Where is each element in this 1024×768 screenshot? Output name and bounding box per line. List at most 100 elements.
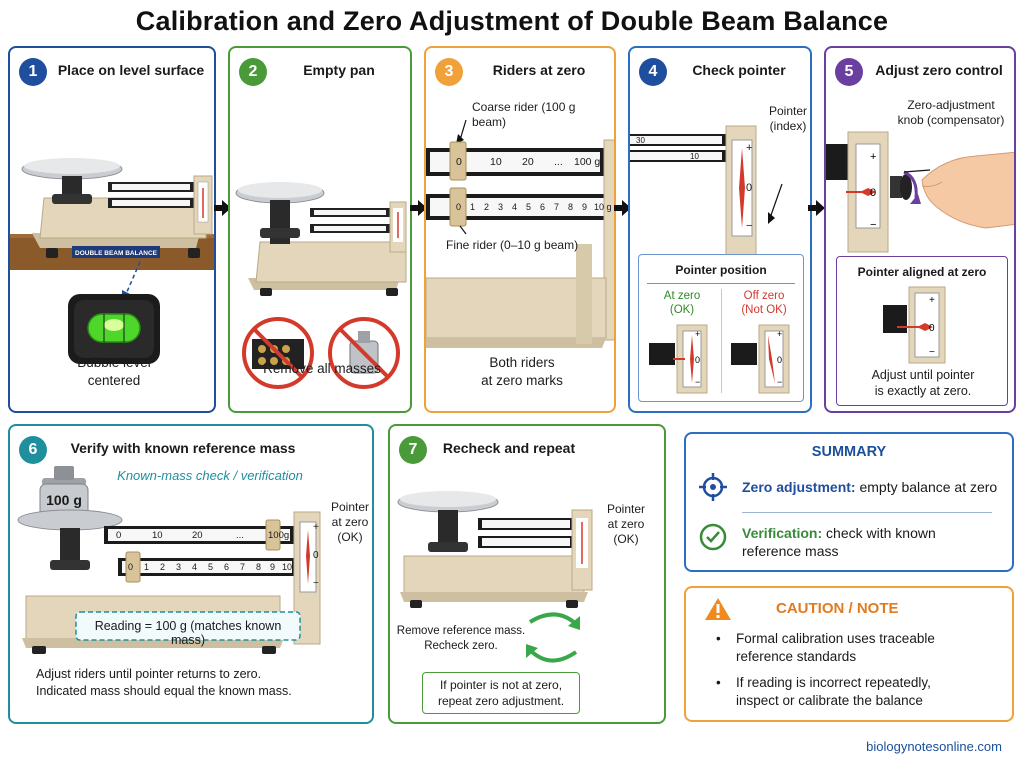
step-title: Verify with known reference mass [70, 440, 296, 456]
scale-zero: 0 [746, 182, 753, 194]
summary-term: Verification: [742, 525, 823, 541]
scale-minus: − [777, 377, 782, 387]
caption-line: knob (compensator) [897, 113, 1005, 127]
tick-label: 9 [582, 202, 588, 212]
step-2-panel: 2 Empty pan Remove all masses [228, 46, 412, 413]
tick-label: 0 [128, 562, 134, 572]
caption-line: Both riders [489, 355, 555, 370]
step-number: 1 [19, 58, 47, 86]
step-title: Empty pan [303, 62, 375, 78]
tick-label: 10 g [594, 202, 612, 212]
balance-icon: DOUBLE BEAM BALANCE [10, 158, 214, 364]
step-3-panel: 3 Riders at zero Coarse rider (100 g bea… [424, 46, 616, 413]
coarse-beam-ticks: 0 10 20 ... 100g [112, 530, 292, 542]
caption-line: (OK) [337, 530, 363, 544]
scale-minus: − [695, 377, 700, 387]
tick-label: ... [236, 530, 244, 541]
bullet-icon: • [716, 675, 721, 690]
step-1-panel: 1 Place on level surface DOUBLE BEAM BAL… [8, 46, 216, 413]
step-caption: Both riders at zero marks [426, 354, 614, 390]
caption-line: Pointer [606, 502, 646, 516]
scale-plus: + [870, 151, 876, 163]
ok-label: At zero (OK) [643, 289, 721, 317]
caption-line: at zero marks [481, 373, 563, 388]
summary-item-verify: Verification: check with known reference… [742, 524, 936, 560]
tick-label: 3 [176, 562, 182, 572]
tick-label: 4 [192, 562, 198, 572]
caption-line: Off zero [743, 290, 785, 302]
repeat-box: If pointer is not at zero, repeat zero a… [422, 672, 580, 714]
step-title: Place on level surface [57, 62, 205, 78]
mass-label: 100 g [46, 492, 82, 508]
summary-text: reference mass [742, 543, 839, 559]
step-title: Check pointer [692, 62, 786, 78]
caption-line: If reading is incorrect repeatedly, [736, 675, 931, 690]
caption-line: (OK) [613, 532, 639, 546]
no-weights-icon [242, 317, 314, 389]
beam-tick: 30 [636, 136, 645, 145]
summary-item-zero: Zero adjustment: empty balance at zero [742, 478, 997, 496]
tick-label: 2 [160, 562, 166, 572]
scale-minus: − [870, 219, 876, 231]
step-4-panel: 4 Check pointer 30 10 + 0 − Pointer (ind… [628, 46, 812, 413]
pointer-label: Pointer (index) [764, 104, 810, 134]
step-title: Adjust zero control [875, 62, 1003, 78]
caption-line: at zero [331, 515, 369, 529]
caption-line: at zero [607, 517, 645, 531]
step-number: 7 [399, 436, 427, 464]
pointer-label: Pointer at zero (OK) [324, 500, 372, 545]
caption-line: Pointer [330, 500, 370, 514]
footer-link[interactable]: biologynotesonline.com [866, 739, 1002, 754]
step-caption: Remove all masses [263, 361, 381, 376]
divider [742, 512, 992, 513]
tick-label: 1 [144, 562, 150, 572]
pointer-label: Pointer at zero (OK) [600, 502, 652, 547]
caption-line: Indicated mass should equal the known ma… [36, 684, 292, 698]
caption-line: Adjust riders until pointer returns to z… [36, 667, 262, 681]
balance-icon [235, 182, 407, 296]
scale-plus: + [313, 522, 319, 533]
scale-plus: + [777, 329, 782, 339]
caption-line: is exactly at zero. [874, 384, 972, 398]
warning-icon [705, 598, 731, 620]
coarse-beam-ticks: 0 10 20 ... 100 g [456, 156, 606, 170]
check-icon [699, 523, 727, 551]
divider [647, 283, 795, 284]
tick-label: 6 [224, 562, 230, 572]
beam-tick: 10 [690, 152, 699, 161]
caption-line: Pointer [768, 104, 808, 118]
arrow-right-icon [214, 200, 231, 216]
scale-plus: + [929, 295, 935, 306]
tick-label: 10 [490, 156, 502, 168]
fine-rider-label: Fine rider (0–10 g beam) [446, 238, 579, 252]
remove-text: Remove reference mass. Recheck zero. [396, 624, 526, 654]
caption-line: Formal calibration uses traceable [736, 631, 935, 646]
tick-label: 1 [470, 202, 476, 212]
verify-balance-illustration [17, 466, 321, 654]
box-caption: Adjust until pointer is exactly at zero. [837, 367, 1009, 399]
pointer-position-box: Pointer position At zero (OK) Off zero (… [638, 254, 804, 402]
scale-minus: − [746, 220, 753, 232]
scale-zero: 0 [870, 187, 876, 199]
step-caption: Adjust riders until pointer returns to z… [36, 666, 366, 700]
reading-text: Reading = 100 g (matches known mass) [94, 619, 282, 647]
tick-label: 9 [270, 562, 276, 572]
step-number: 4 [639, 58, 667, 86]
caption-line: If pointer is not at zero, [439, 678, 563, 692]
caution-panel: CAUTION / NOTE • Formal calibration uses… [684, 586, 1014, 722]
arrow-right-icon [808, 200, 825, 216]
fine-beam-ticks: 0 1 2 3 4 5 6 7 8 9 10 [128, 562, 294, 574]
tick-label: 3 [498, 202, 504, 212]
bullet-icon: • [716, 631, 721, 646]
step-6-panel: 6 Verify with known reference mass Known… [8, 424, 374, 724]
target-icon [699, 473, 727, 501]
divider [721, 289, 722, 393]
tick-label: 0 [456, 156, 462, 168]
scale-minus: − [929, 347, 935, 358]
caption-line: (index) [769, 119, 807, 133]
caption-line: centered [87, 373, 141, 388]
pointer-illustration [630, 125, 783, 278]
tick-label: 0 [456, 202, 462, 212]
caption-line: repeat zero adjustment. [437, 694, 565, 708]
scale-zero: 0 [313, 550, 319, 561]
